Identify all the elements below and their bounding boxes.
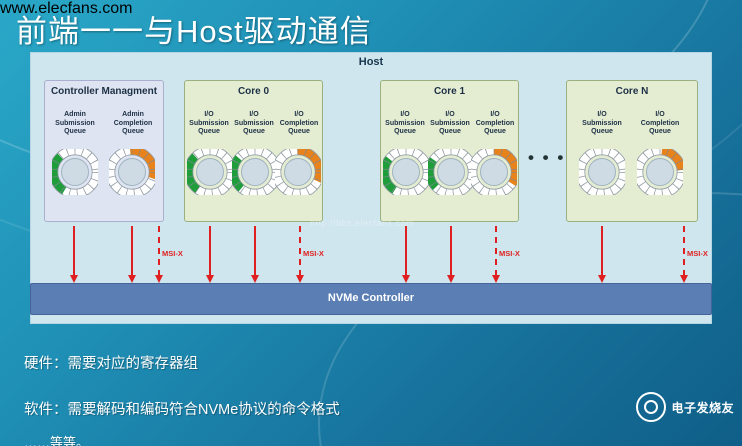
ring-hub [646,158,674,186]
ellipsis: • • • [528,148,566,167]
interrupt-arrow [680,226,688,283]
submission-arrow [251,226,259,283]
queue-ring-io-submission [379,145,433,199]
queue-ring-io-completion [633,145,687,199]
interrupt-arrow [296,226,304,283]
queue-ring-io-completion [467,145,521,199]
queue-label: I/O Submission Queue [582,111,622,135]
queue-ring-admin-submission [48,145,102,199]
queue-label: I/O Submission Queue [385,111,425,135]
queue-label: Admin Submission Queue [55,111,95,135]
ring-graphic [271,145,325,199]
ring-hub [392,158,420,186]
queue-label: I/O Submission Queue [189,111,229,135]
ring-hub [284,158,312,186]
interrupt-arrow [492,226,500,283]
interrupt-label: MSI-X [162,249,183,258]
submission-arrow [402,226,410,283]
queue-label: Admin Completion Queue [113,111,153,135]
interrupt-label: MSI-X [303,249,324,258]
note-etc: ……等等。 [24,435,90,446]
interrupt-label: MSI-X [499,249,520,258]
queue-ring-io-completion [271,145,325,199]
logo-text: 电子发烧友 [671,400,734,415]
queue-ring-io-submission [575,145,629,199]
logo-mark-icon [636,392,667,422]
group-controller-managment: Controller Managment Admin Submission Qu… [44,80,164,222]
interrupt-arrow [155,226,163,283]
group-core-0: Core 0 I/O Submission Queue I/O Submissi… [183,80,325,222]
submission-arrow [598,226,606,283]
queue-label: I/O Completion Queue [475,111,515,135]
page-title: 前端一一与Host驱动通信 [16,14,372,49]
interrupt-label: MSI-X [687,249,708,258]
queue-ring-io-submission [228,145,282,199]
host-label: Host [358,56,384,68]
nvme-controller-bar: NVMe Controller [30,283,712,315]
submission-arrow [128,226,136,283]
submission-arrow [70,226,78,283]
queue-ring-admin-completion [105,145,159,199]
note-software: 软件：需要解码和编码符合NVMe协议的命令格式 [24,402,340,418]
ring-hub [588,158,616,186]
ring-hub [480,158,508,186]
queue-label: I/O Completion Queue [640,111,680,135]
group-title: Core N [615,86,649,97]
brand-logo: 电子发烧友 [636,392,734,422]
queue-ring-io-submission [424,145,478,199]
group-title: Core 1 [433,86,466,97]
logo-site: www.elecfans.com [0,0,133,17]
queue-ring-io-submission [183,145,237,199]
queue-label: I/O Submission Queue [234,111,274,135]
ring-hub [241,158,269,186]
submission-arrow [206,226,214,283]
group-title: Core 0 [237,86,270,97]
group-title: Controller Managment [50,86,158,97]
queue-label: I/O Submission Queue [430,111,470,135]
ring-hub [118,158,146,186]
group-core-n: Core N I/O Submission Queue I/O Completi… [566,80,698,222]
ring-hub [196,158,224,186]
ring-hub [437,158,465,186]
submission-arrow [447,226,455,283]
nvme-controller-label: NVMe Controller [327,292,415,304]
note-hardware: 硬件：需要对应的寄存器组 [24,356,198,372]
ring-hub [61,158,89,186]
watermark: http://bbs.elecfans.com [310,218,415,228]
queue-label: I/O Completion Queue [279,111,319,135]
group-core-1: Core 1 I/O Submission Queue I/O Submissi… [379,80,521,222]
